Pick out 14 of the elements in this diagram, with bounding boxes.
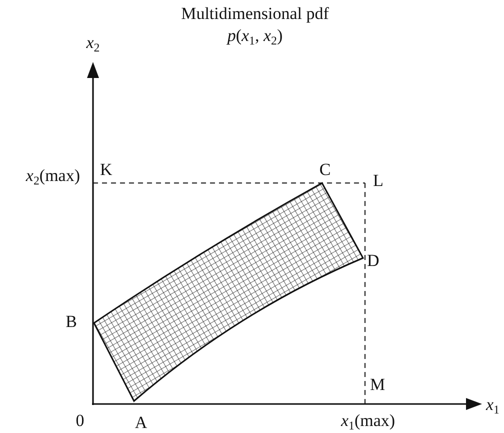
point-label: M (370, 376, 386, 393)
point-label: C (319, 161, 331, 178)
point-label: B (66, 313, 77, 330)
point-label: L (373, 172, 384, 189)
chart-title: Multidimensional pdf (180, 5, 330, 22)
axis-label: x$_{1}$ (486, 396, 500, 413)
axis-tick-label: x$_{2}$(max) (26, 167, 80, 184)
axis-tick-label: x$_{1}$(max) (340, 412, 396, 429)
axis-label: x$_{2}$ (86, 34, 100, 51)
point-label: K (100, 161, 112, 178)
point-label: D (367, 252, 380, 269)
axis-tick-label: 0 (76, 412, 84, 429)
point-label: A (134, 414, 148, 431)
formula-label: p(x$_{1}$, x$_{2}$) (227, 27, 283, 44)
